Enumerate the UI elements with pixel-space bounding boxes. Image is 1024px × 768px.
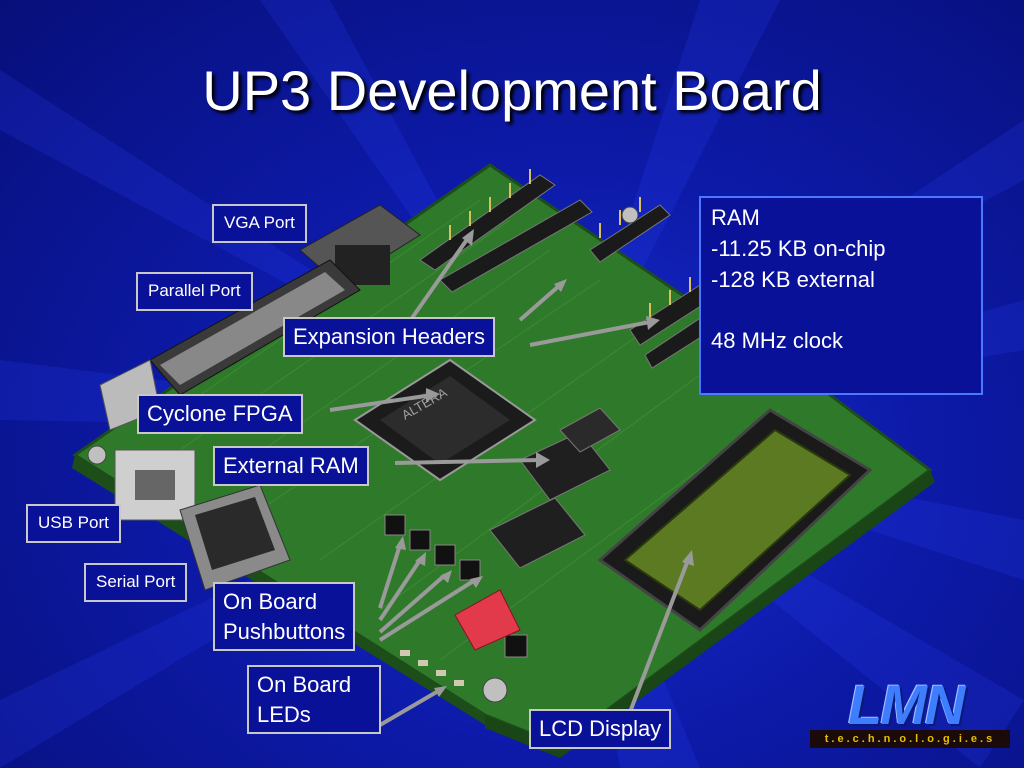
label-on-board-leds: On Board LEDs bbox=[247, 665, 381, 735]
label-external-ram: External RAM bbox=[213, 446, 369, 486]
label-lcd-display: LCD Display bbox=[529, 709, 672, 749]
label-vga-port: VGA Port bbox=[212, 204, 307, 243]
ram-chip bbox=[519, 431, 611, 501]
pointer-arrows bbox=[329, 236, 690, 727]
ram-specs-box: RAM -11.25 KB on-chip -128 KB external 4… bbox=[699, 196, 983, 395]
label-on-board-pushbuttons: On Board Pushbuttons bbox=[213, 582, 356, 652]
ram-external: -128 KB external bbox=[711, 267, 875, 292]
ram-onchip: -11.25 KB on-chip bbox=[711, 236, 886, 261]
label-serial-port: Serial Port bbox=[84, 563, 188, 602]
label-parallel-port: Parallel Port bbox=[136, 272, 253, 311]
slide-title: UP3 Development Board bbox=[202, 59, 822, 122]
pushbuttons-line-2: Pushbuttons bbox=[223, 618, 346, 644]
leds-line-1: On Board bbox=[257, 672, 352, 697]
label-expansion-headers: Expansion Headers bbox=[283, 317, 496, 357]
company-tagline: t.e.c.h.n.o.l.o.g.i.e.s bbox=[810, 730, 1010, 748]
leds-line-2: LEDs bbox=[257, 701, 311, 727]
label-cyclone-fpga: Cyclone FPGA bbox=[137, 394, 303, 434]
company-logo: LMN bbox=[848, 673, 965, 736]
pushbuttons-line-1: On Board bbox=[223, 589, 318, 614]
clock-speed: 48 MHz clock bbox=[711, 328, 844, 353]
label-usb-port: USB Port bbox=[26, 504, 121, 543]
dip-switch bbox=[454, 589, 521, 651]
spacer bbox=[711, 295, 971, 325]
ram-heading: RAM bbox=[711, 205, 760, 230]
